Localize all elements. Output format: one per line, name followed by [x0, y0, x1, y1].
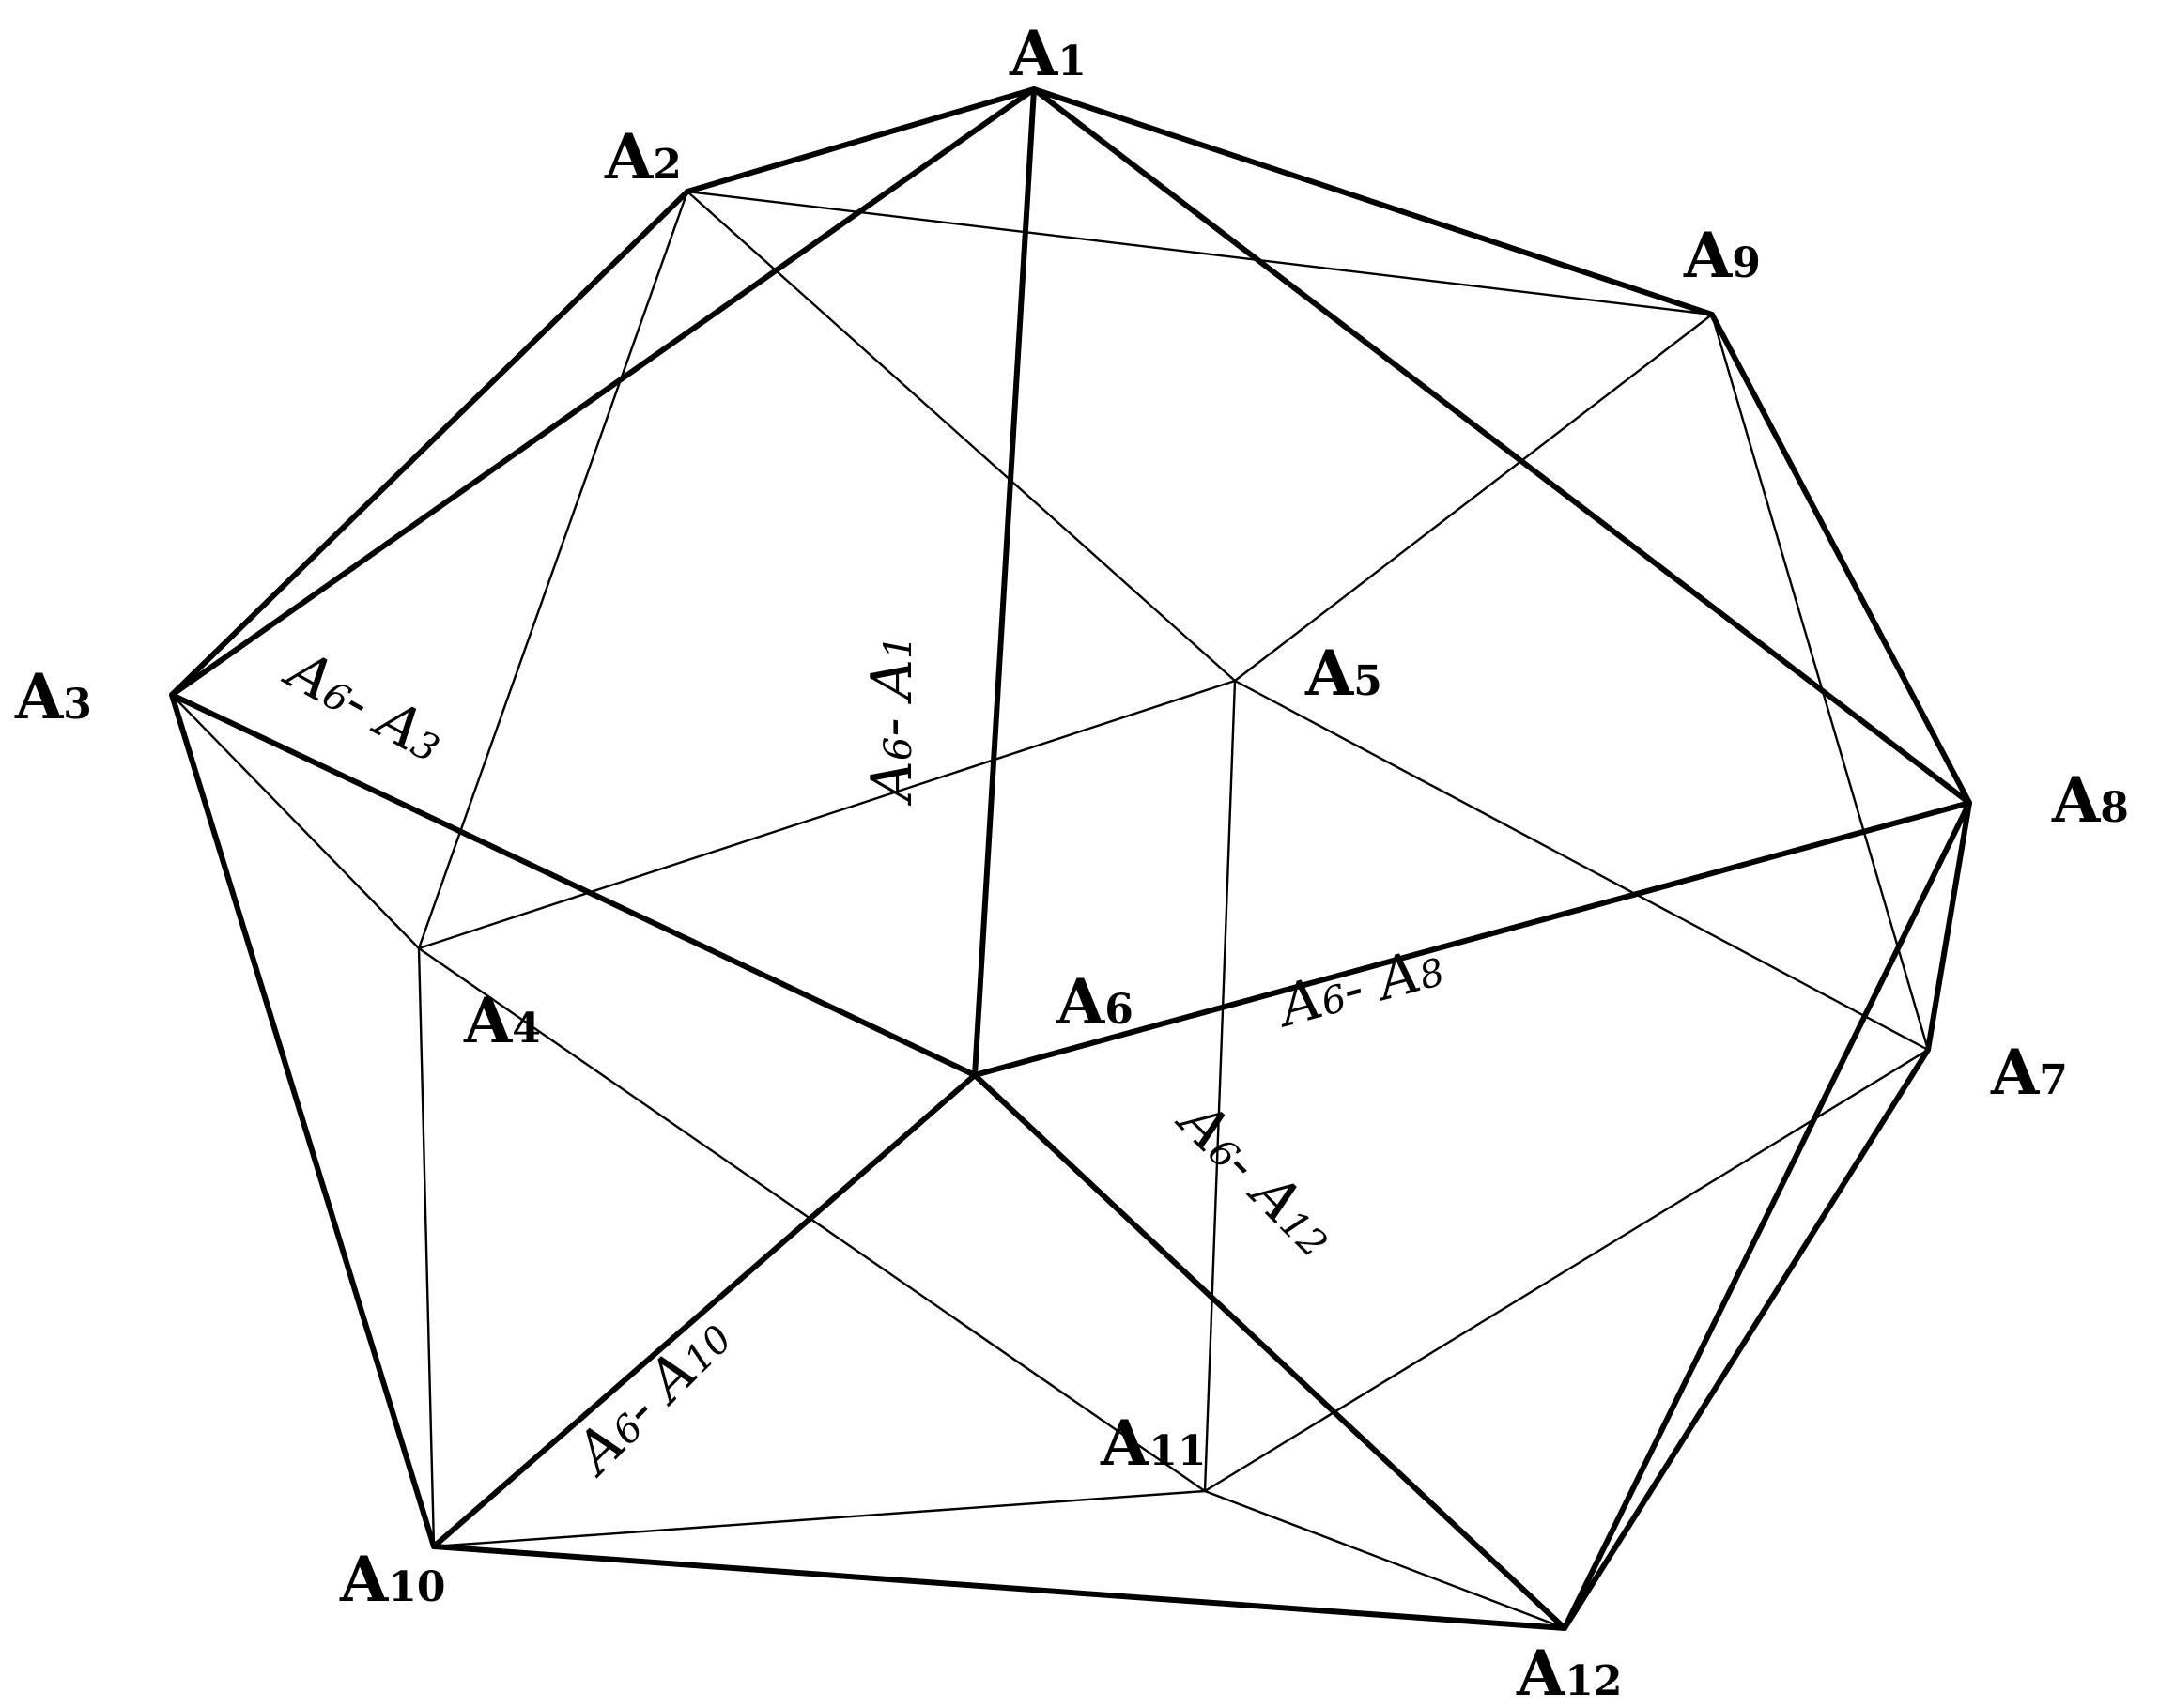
edge-label-a6-a10: A6- A10: [560, 1305, 744, 1489]
edge-a2-a4: [417, 190, 689, 950]
edge-a10-a11: [432, 1489, 1207, 1548]
vertex-label-a8: A8: [2051, 763, 2129, 837]
edge-a8-a12: [1562, 800, 1972, 1631]
vertex-label-a5: A5: [1304, 637, 1382, 710]
edge-a2-a3: [169, 189, 690, 698]
edge-a6-a12: [972, 1072, 1567, 1631]
edge-a4-a10: [417, 946, 436, 1548]
edge-a1-a2: [685, 86, 1037, 194]
edge-a8-a9: [1709, 312, 1972, 806]
edge-a7-a11: [1203, 1048, 1930, 1493]
edge-a2-a5: [686, 190, 1237, 683]
vertex-label-a9: A9: [1683, 219, 1761, 292]
vertex-label-a6: A6: [1056, 965, 1133, 1039]
edge-a3-a4: [170, 693, 421, 950]
edge-a5-a7: [1233, 679, 1930, 1052]
edges-group: [169, 86, 1972, 1631]
edge-a5-a11: [1203, 679, 1237, 1493]
edge-a2-a9: [686, 190, 1714, 316]
edge-a6-a8: [972, 800, 1972, 1078]
edge-a1-a3: [169, 86, 1037, 698]
edge-a7-a12: [1562, 1047, 1931, 1631]
edge-a5-a9: [1233, 313, 1714, 683]
vertex-label-a2: A2: [604, 120, 682, 193]
edge-a4-a5: [417, 679, 1237, 950]
vertex-label-a10: A10: [339, 1543, 445, 1616]
edge-a3-a6: [169, 692, 978, 1078]
edge-a10-a12: [431, 1544, 1567, 1631]
vertex-label-a3: A3: [14, 660, 92, 733]
edge-a3-a10: [169, 692, 437, 1549]
vertex-label-a1: A1: [1009, 17, 1087, 90]
vertex-label-a11: A11: [1100, 1407, 1206, 1480]
vertex-label-a12: A12: [1516, 1637, 1622, 1708]
edge-label-a6-a1: A6- A1: [859, 636, 925, 807]
edge-a1-a6: [972, 86, 1037, 1078]
edge-a7-a9: [1710, 313, 1930, 1052]
edge-a7-a8: [1925, 800, 1972, 1053]
edge-a1-a8: [1031, 86, 1972, 806]
vertex-label-a7: A7: [1990, 1036, 2068, 1109]
vertex-label-a4: A4: [463, 984, 541, 1057]
edge-label-a6-a8: A6- A8: [1268, 933, 1450, 1041]
edge-label-a6-a12: A6- A12: [1164, 1085, 1348, 1269]
edge-a6-a10: [431, 1072, 978, 1549]
edge-a11-a12: [1203, 1489, 1566, 1630]
edge-a1-a9: [1031, 86, 1715, 317]
